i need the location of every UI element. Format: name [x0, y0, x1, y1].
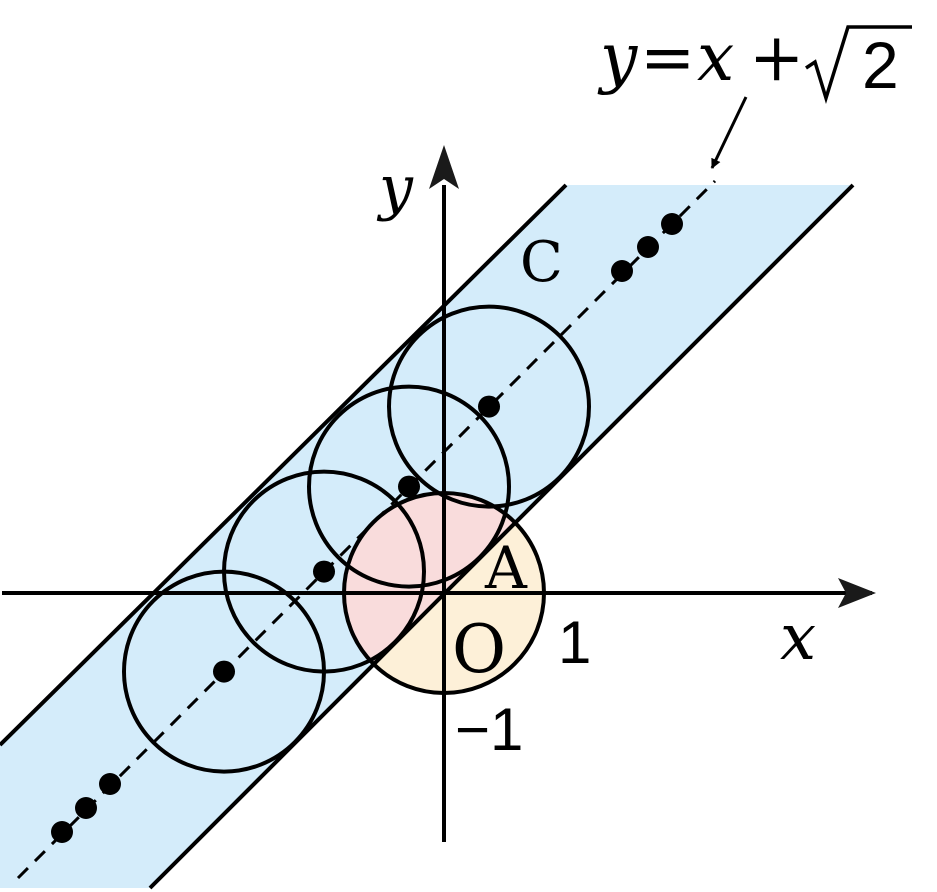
- ellipsis-dot: [611, 260, 633, 282]
- ellipsis-dot: [51, 821, 73, 843]
- lower-tangent-line: [148, 183, 855, 890]
- circle-center-dot: [313, 560, 335, 583]
- y-tick-label: −1: [455, 696, 523, 763]
- moving-circles: [122, 304, 591, 774]
- point-c-label: C: [520, 230, 563, 295]
- y-axis-label: y: [376, 153, 414, 223]
- ellipsis-dot: [75, 797, 97, 819]
- equation-x: x: [697, 19, 734, 96]
- ellipsis-dot: [637, 236, 659, 258]
- x-axis-arrowhead: [838, 578, 876, 608]
- moving-circle: [307, 384, 511, 589]
- equation-y: y: [597, 19, 638, 96]
- point-a-label: A: [484, 534, 528, 602]
- equation-radicand: 2: [862, 28, 899, 102]
- center-dots: [213, 395, 500, 683]
- unit-circle: [342, 491, 546, 695]
- ellipsis-dot: [661, 213, 683, 235]
- x-tick-label: 1: [558, 609, 591, 676]
- equation-pointer-arrow: [710, 96, 748, 169]
- circle-center-dot: [213, 660, 235, 683]
- ellipsis-dot: [99, 773, 121, 795]
- x-axis-label: x: [780, 601, 816, 675]
- y-axis-arrowhead: [429, 145, 459, 189]
- equation-plus: +: [749, 19, 804, 96]
- equation-equals: =: [640, 19, 695, 96]
- line-equation-label: y = x + 2: [597, 19, 899, 102]
- sqrt-radical-sign: [805, 25, 912, 104]
- origin-label: O: [452, 611, 506, 688]
- circle-center-dot: [478, 395, 500, 418]
- circle-center-dot: [398, 475, 420, 498]
- moving-circle: [222, 469, 426, 674]
- moving-circle: [387, 304, 591, 509]
- upper-tangent-line: [0, 183, 568, 747]
